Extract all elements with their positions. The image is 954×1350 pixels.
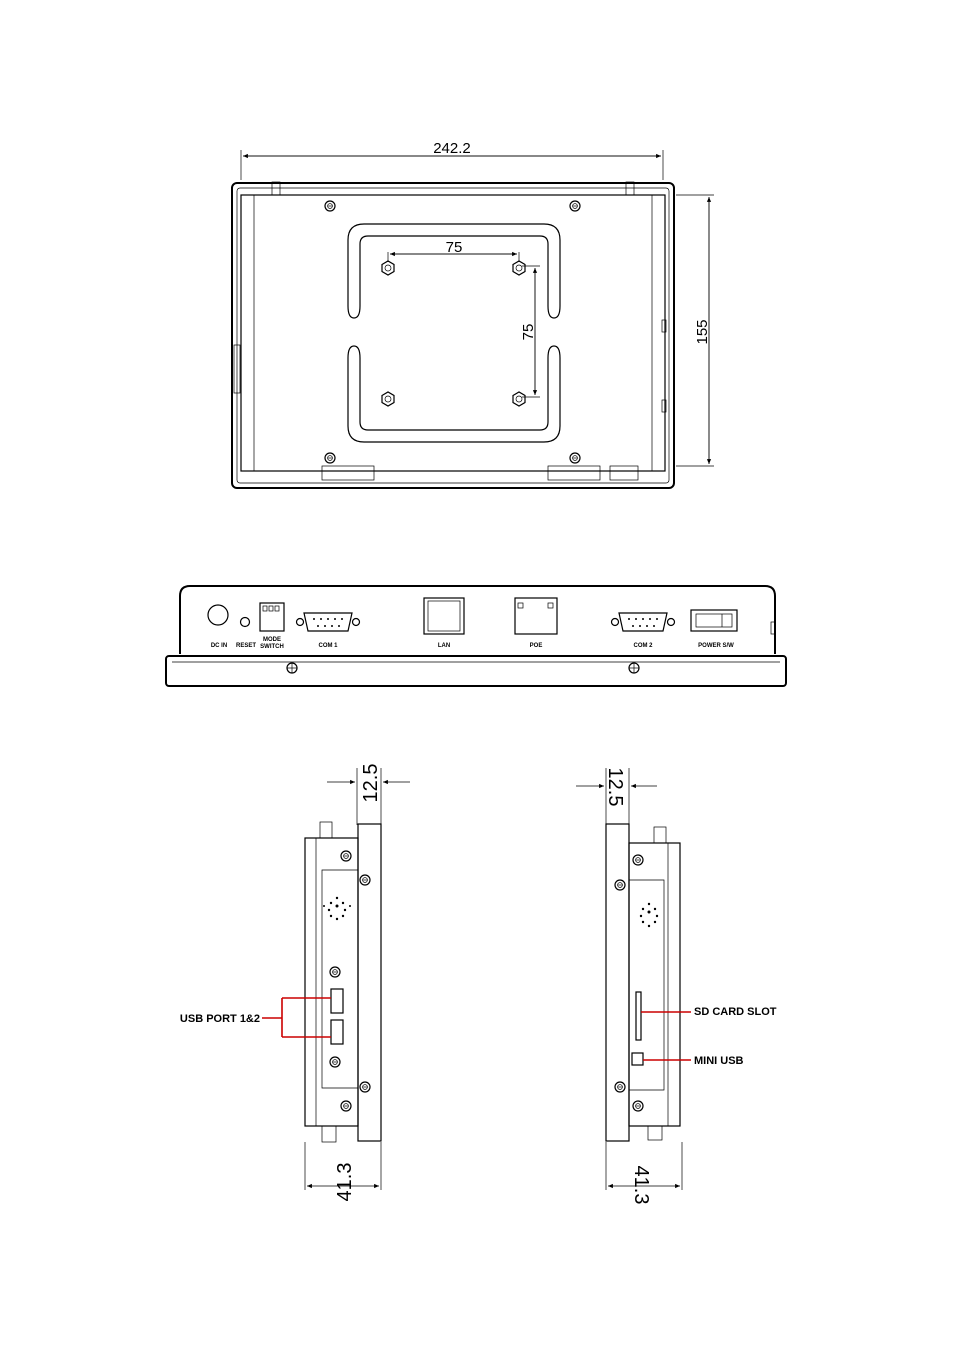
mini-usb-callout-label: MINI USB	[694, 1055, 744, 1067]
io-panel-view: DC IN RESET MODE SWITCH COM 1 LAN POE CO…	[165, 585, 787, 687]
poe-port	[514, 597, 558, 635]
vesa-horizontal-dimension: 75	[387, 239, 520, 262]
io-housing	[179, 585, 776, 654]
com1-label: COM 1	[318, 643, 338, 649]
right-speaker-grill	[639, 902, 659, 928]
usb-port-2	[330, 1019, 344, 1045]
right-top-dim-label: 12.5	[604, 768, 626, 807]
power-switch-label: POWER S/W	[698, 643, 734, 649]
right-bezel	[605, 823, 630, 1142]
vesa-v-dim-label: 75	[520, 324, 537, 341]
left-chassis	[304, 837, 359, 1127]
back-housing	[240, 194, 666, 472]
usb-callout-label: USB PORT 1&2	[180, 1013, 260, 1025]
com2-label: COM 2	[633, 643, 653, 649]
width-dimension: 242.2	[240, 140, 664, 180]
left-side-view: 12.5 USB PORT 1&2 41.3	[180, 764, 410, 1202]
bezel-outline	[231, 182, 675, 489]
sd-callout-label: SD CARD SLOT	[694, 1006, 777, 1018]
mode-switch-label-2: SWITCH	[260, 644, 284, 650]
right-bottom-dim-label: 41.3	[630, 1166, 652, 1205]
right-chassis	[628, 842, 681, 1127]
left-bezel	[357, 823, 382, 1142]
left-bottom-dim-label: 41.3	[334, 1163, 356, 1202]
vesa-h-dim-label: 75	[446, 239, 463, 256]
vesa-plate-bottom	[347, 345, 561, 443]
left-speaker-grill	[323, 896, 351, 921]
right-side-view: 12.5 SD CARD SLOT MINI USB 41.3	[576, 768, 777, 1205]
lan-label: LAN	[438, 643, 450, 649]
usb-port-1	[330, 988, 344, 1014]
sd-card-slot	[635, 991, 642, 1041]
usb-callout-line	[262, 997, 331, 1038]
reset-button	[239, 616, 251, 628]
mode-switch	[259, 602, 285, 632]
com2-port	[610, 612, 676, 632]
reset-label: RESET	[236, 643, 256, 649]
height-dim-label: 155	[694, 319, 711, 344]
dc-in-jack	[207, 604, 229, 626]
left-top-dim-label: 12.5	[360, 764, 382, 803]
vesa-plate-top	[347, 223, 561, 319]
mini-usb-port	[631, 1052, 644, 1066]
front-bezel	[165, 655, 787, 687]
com1-port	[295, 612, 361, 632]
rear-view: 242.2 75	[231, 140, 714, 489]
lan-port	[423, 597, 465, 635]
poe-label: POE	[530, 643, 543, 649]
dc-in-label: DC IN	[211, 643, 227, 649]
power-switch	[690, 609, 738, 632]
width-dim-label: 242.2	[433, 140, 471, 157]
height-dimension: 155	[676, 194, 714, 467]
vesa-vertical-dimension: 75	[520, 265, 540, 398]
mode-switch-label-1: MODE	[263, 637, 281, 643]
